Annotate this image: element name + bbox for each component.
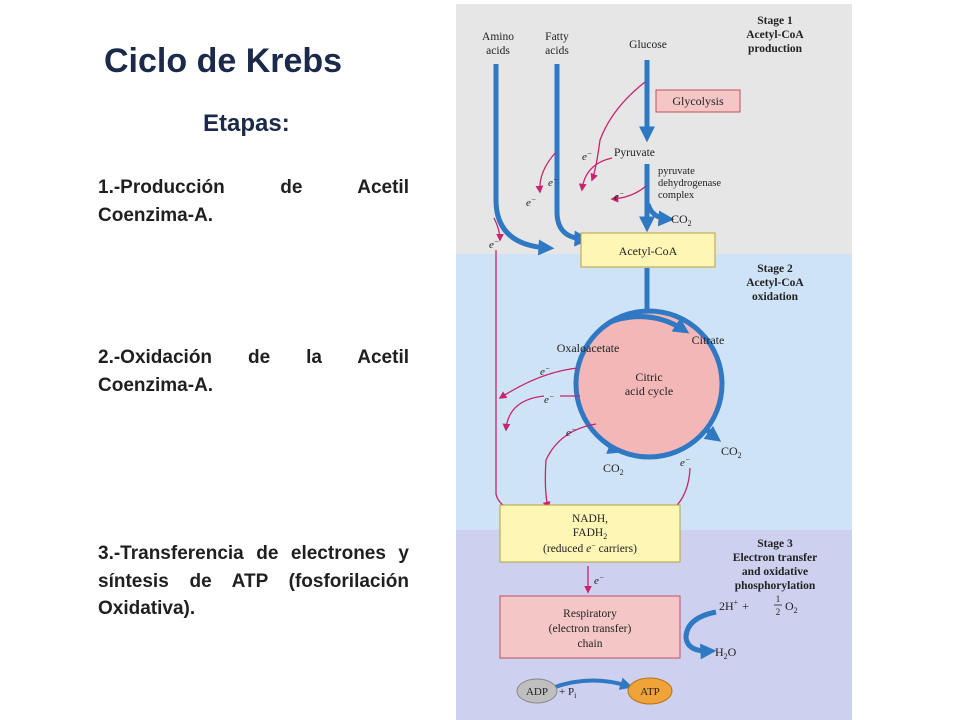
pyruvate-label: Pyruvate [614, 147, 655, 159]
fatty-label-2: acids [545, 45, 569, 57]
respiratory-label-2: (electron transfer) [549, 623, 632, 635]
stage3-label: Stage 3 Electron transfer and oxidative … [733, 538, 817, 592]
slide-subtitle: Etapas: [203, 110, 290, 137]
co2-label-left: CO2 [603, 461, 624, 477]
phosphate-label: + Pi [559, 686, 577, 700]
electron-label-9: e− [680, 455, 690, 469]
electron-arrow-cycle-3 [542, 423, 597, 510]
step-3-text: 3.-Transferencia de electrones y síntesi… [98, 543, 409, 620]
cycle-direction-arrow [609, 314, 690, 334]
acetyl-coa-label: Acetyl-CoA [619, 244, 678, 258]
electron-arrow-fatty [535, 151, 557, 194]
svg-text:Stage 2: Stage 2 [757, 263, 793, 275]
oxaloacetate-label: Oxaloacetate [557, 341, 620, 355]
water-label: H2O [715, 645, 737, 661]
stage1-label: Stage 1 Acetyl-CoA production [746, 15, 804, 55]
respiratory-chain-box [499, 595, 681, 659]
glucose-label: Glucose [629, 39, 667, 51]
acetyl-coa-box [580, 232, 716, 268]
amino-label: Amino [482, 31, 514, 43]
step-2-text: 2.-Oxidación de la Acetil Coenzima-A. [98, 347, 409, 396]
svg-text:Acetyl-CoA: Acetyl-CoA [746, 29, 804, 41]
krebs-diagram: Stage 1 Acetyl-CoA production Stage 2 Ac… [456, 4, 852, 720]
electron-arrow-oxaloacetate [498, 367, 579, 399]
co2-release-arrow [645, 203, 675, 227]
svg-text:oxidation: oxidation [752, 291, 799, 303]
glycolysis-box [655, 89, 741, 113]
svg-text:Electron transfer: Electron transfer [733, 552, 817, 564]
adp-label: ADP [526, 686, 548, 698]
electron-arrow-pyruvate [578, 157, 613, 192]
electron-label-3: e− [614, 189, 624, 203]
water-formation-arrow [683, 609, 717, 660]
svg-text:Stage 3: Stage 3 [757, 538, 793, 550]
svg-text:and oxidative: and oxidative [742, 566, 808, 578]
svg-text:phosphorylation: phosphorylation [735, 580, 816, 592]
stage2-label: Stage 2 Acetyl-CoA oxidation [746, 263, 804, 303]
fatty-label: Fatty [545, 31, 569, 43]
step-1-text: 1.-Producción de Acetil Coenzima-A. [98, 177, 409, 226]
reduced-carriers-label: (reduced e− carriers) [543, 541, 637, 555]
atp-oval [627, 677, 673, 705]
electron-label-7: e− [544, 392, 554, 406]
electron-arrow-amino [493, 217, 504, 242]
electron-label-10: e− [594, 573, 604, 587]
svg-text:2: 2 [776, 607, 781, 617]
electron-label-4: e− [526, 195, 536, 209]
svg-text:Stage 1: Stage 1 [757, 15, 793, 27]
proton-oxygen-equation: 2H++ 1 2 O2 [719, 594, 798, 617]
adp-oval [516, 678, 558, 704]
glycolysis-label: Glycolysis [672, 94, 724, 108]
fadh2-label: FADH2 [573, 527, 607, 541]
svg-text:O2: O2 [785, 599, 798, 615]
atp-label: ATP [640, 686, 660, 698]
electron-label-6: e− [540, 364, 550, 378]
svg-text:1: 1 [776, 594, 781, 604]
pdh-label: pyruvate [658, 166, 695, 177]
respiratory-label: Respiratory [563, 608, 617, 620]
electron-label-5: e− [489, 237, 499, 251]
nadh-label: NADH, [572, 513, 608, 525]
atp-synthesis-arrow [551, 677, 633, 690]
co2-label-right: CO2 [721, 444, 742, 460]
citric-cycle-label: Citric [635, 370, 662, 384]
pdh-label-3: complex [658, 190, 695, 201]
citric-acid-cycle-circle [573, 308, 725, 460]
svg-text:production: production [748, 43, 803, 55]
pdh-label-2: dehydrogenase [658, 178, 721, 189]
electron-label-8: e− [566, 425, 576, 439]
slide-title: Ciclo de Krebs [104, 42, 343, 80]
respiratory-label-3: chain [578, 638, 603, 650]
electron-arrow-oxidation-left [502, 395, 545, 432]
electron-label-1: e− [582, 149, 592, 163]
electron-arrow-pdh [610, 185, 647, 203]
reduced-carriers-box [499, 504, 681, 563]
fatty-acid-flow-arrow [554, 64, 591, 247]
amino-label-2: acids [486, 45, 510, 57]
electron-arrow-glycolysis [590, 81, 646, 182]
electron-label-2: e− [548, 175, 558, 189]
co2-label-stage1: CO2 [671, 212, 692, 228]
citric-cycle-label-2: acid cycle [625, 384, 673, 398]
svg-text:2H++: 2H++ [719, 598, 749, 613]
svg-text:Acetyl-CoA: Acetyl-CoA [746, 277, 804, 289]
citrate-label: Citrate [692, 333, 725, 347]
amino-acid-flow-arrow [493, 64, 555, 256]
